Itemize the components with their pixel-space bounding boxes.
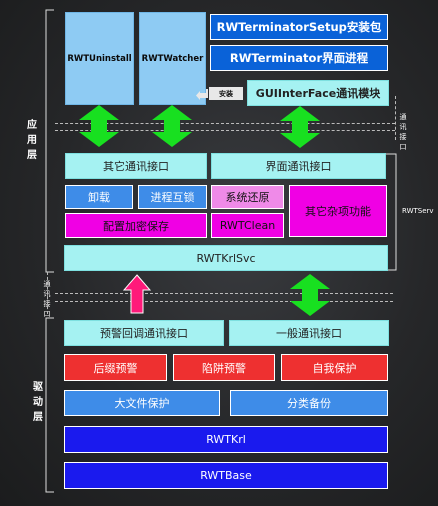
- rwtkrl-box: RWTKrl: [64, 426, 388, 453]
- rwtkrlsvc-box: RWTKrlSvc: [64, 245, 388, 271]
- setup-package-box: RWTerminatorSetup安装包: [210, 14, 388, 40]
- uninstall-box: 卸载: [65, 185, 133, 209]
- config-encrypt-box: 配置加密保存: [65, 213, 207, 238]
- ui-comm-interface-box: 界面通讯接口: [211, 153, 386, 179]
- separator-lower-2: [55, 301, 393, 302]
- gui-interface-module-box: GUIInterFace通讯模块: [247, 80, 389, 106]
- system-restore-box: 系统还原: [211, 185, 284, 209]
- rwtclean-box: RWTClean: [211, 213, 284, 238]
- comm-interface-label-right: 通 讯 接 口: [399, 113, 407, 151]
- separator-left-vertical: [47, 272, 48, 314]
- separator-upper-1: [55, 123, 395, 124]
- separator-lower-1: [55, 293, 393, 294]
- app-layer-label: 应 用 层: [27, 120, 37, 161]
- arrow-uninstall-comm: [79, 105, 119, 147]
- arrow-general-comm: [290, 274, 330, 316]
- ui-process-box: RWTerminator界面进程: [210, 45, 388, 71]
- other-comm-interface-box: 其它通讯接口: [65, 153, 207, 179]
- arrow-up-alert-callback: [122, 274, 152, 314]
- suffix-alert-box: 后缀预警: [64, 354, 167, 381]
- big-file-protect-box: 大文件保护: [64, 390, 220, 416]
- arrow-watcher-comm: [152, 105, 192, 147]
- rwtuninstall-box: RWTUninstall: [65, 12, 134, 105]
- category-backup-box: 分类备份: [230, 390, 388, 416]
- self-protect-box: 自我保护: [281, 354, 388, 381]
- driver-layer-label: 驱 动 层: [33, 382, 43, 423]
- process-lock-box: 进程互锁: [138, 185, 207, 209]
- general-comm-interface-box: 一般通讯接口: [229, 320, 389, 346]
- misc-functions-box: 其它杂项功能: [289, 185, 387, 237]
- trap-alert-box: 陷阱预警: [173, 354, 275, 381]
- arrow-gui-comm: [280, 106, 320, 148]
- separator-right-vertical: [395, 96, 396, 140]
- alert-callback-interface-box: 预警回调通讯接口: [64, 320, 224, 346]
- install-arrow-icon: [196, 89, 208, 100]
- separator-upper-2: [55, 130, 395, 131]
- install-tag: 安装: [209, 87, 243, 100]
- rwtbase-box: RWTBase: [64, 462, 388, 489]
- rwtwatcher-box: RWTWatcher: [139, 12, 206, 105]
- rwtservice-label: RWTServ: [402, 207, 434, 215]
